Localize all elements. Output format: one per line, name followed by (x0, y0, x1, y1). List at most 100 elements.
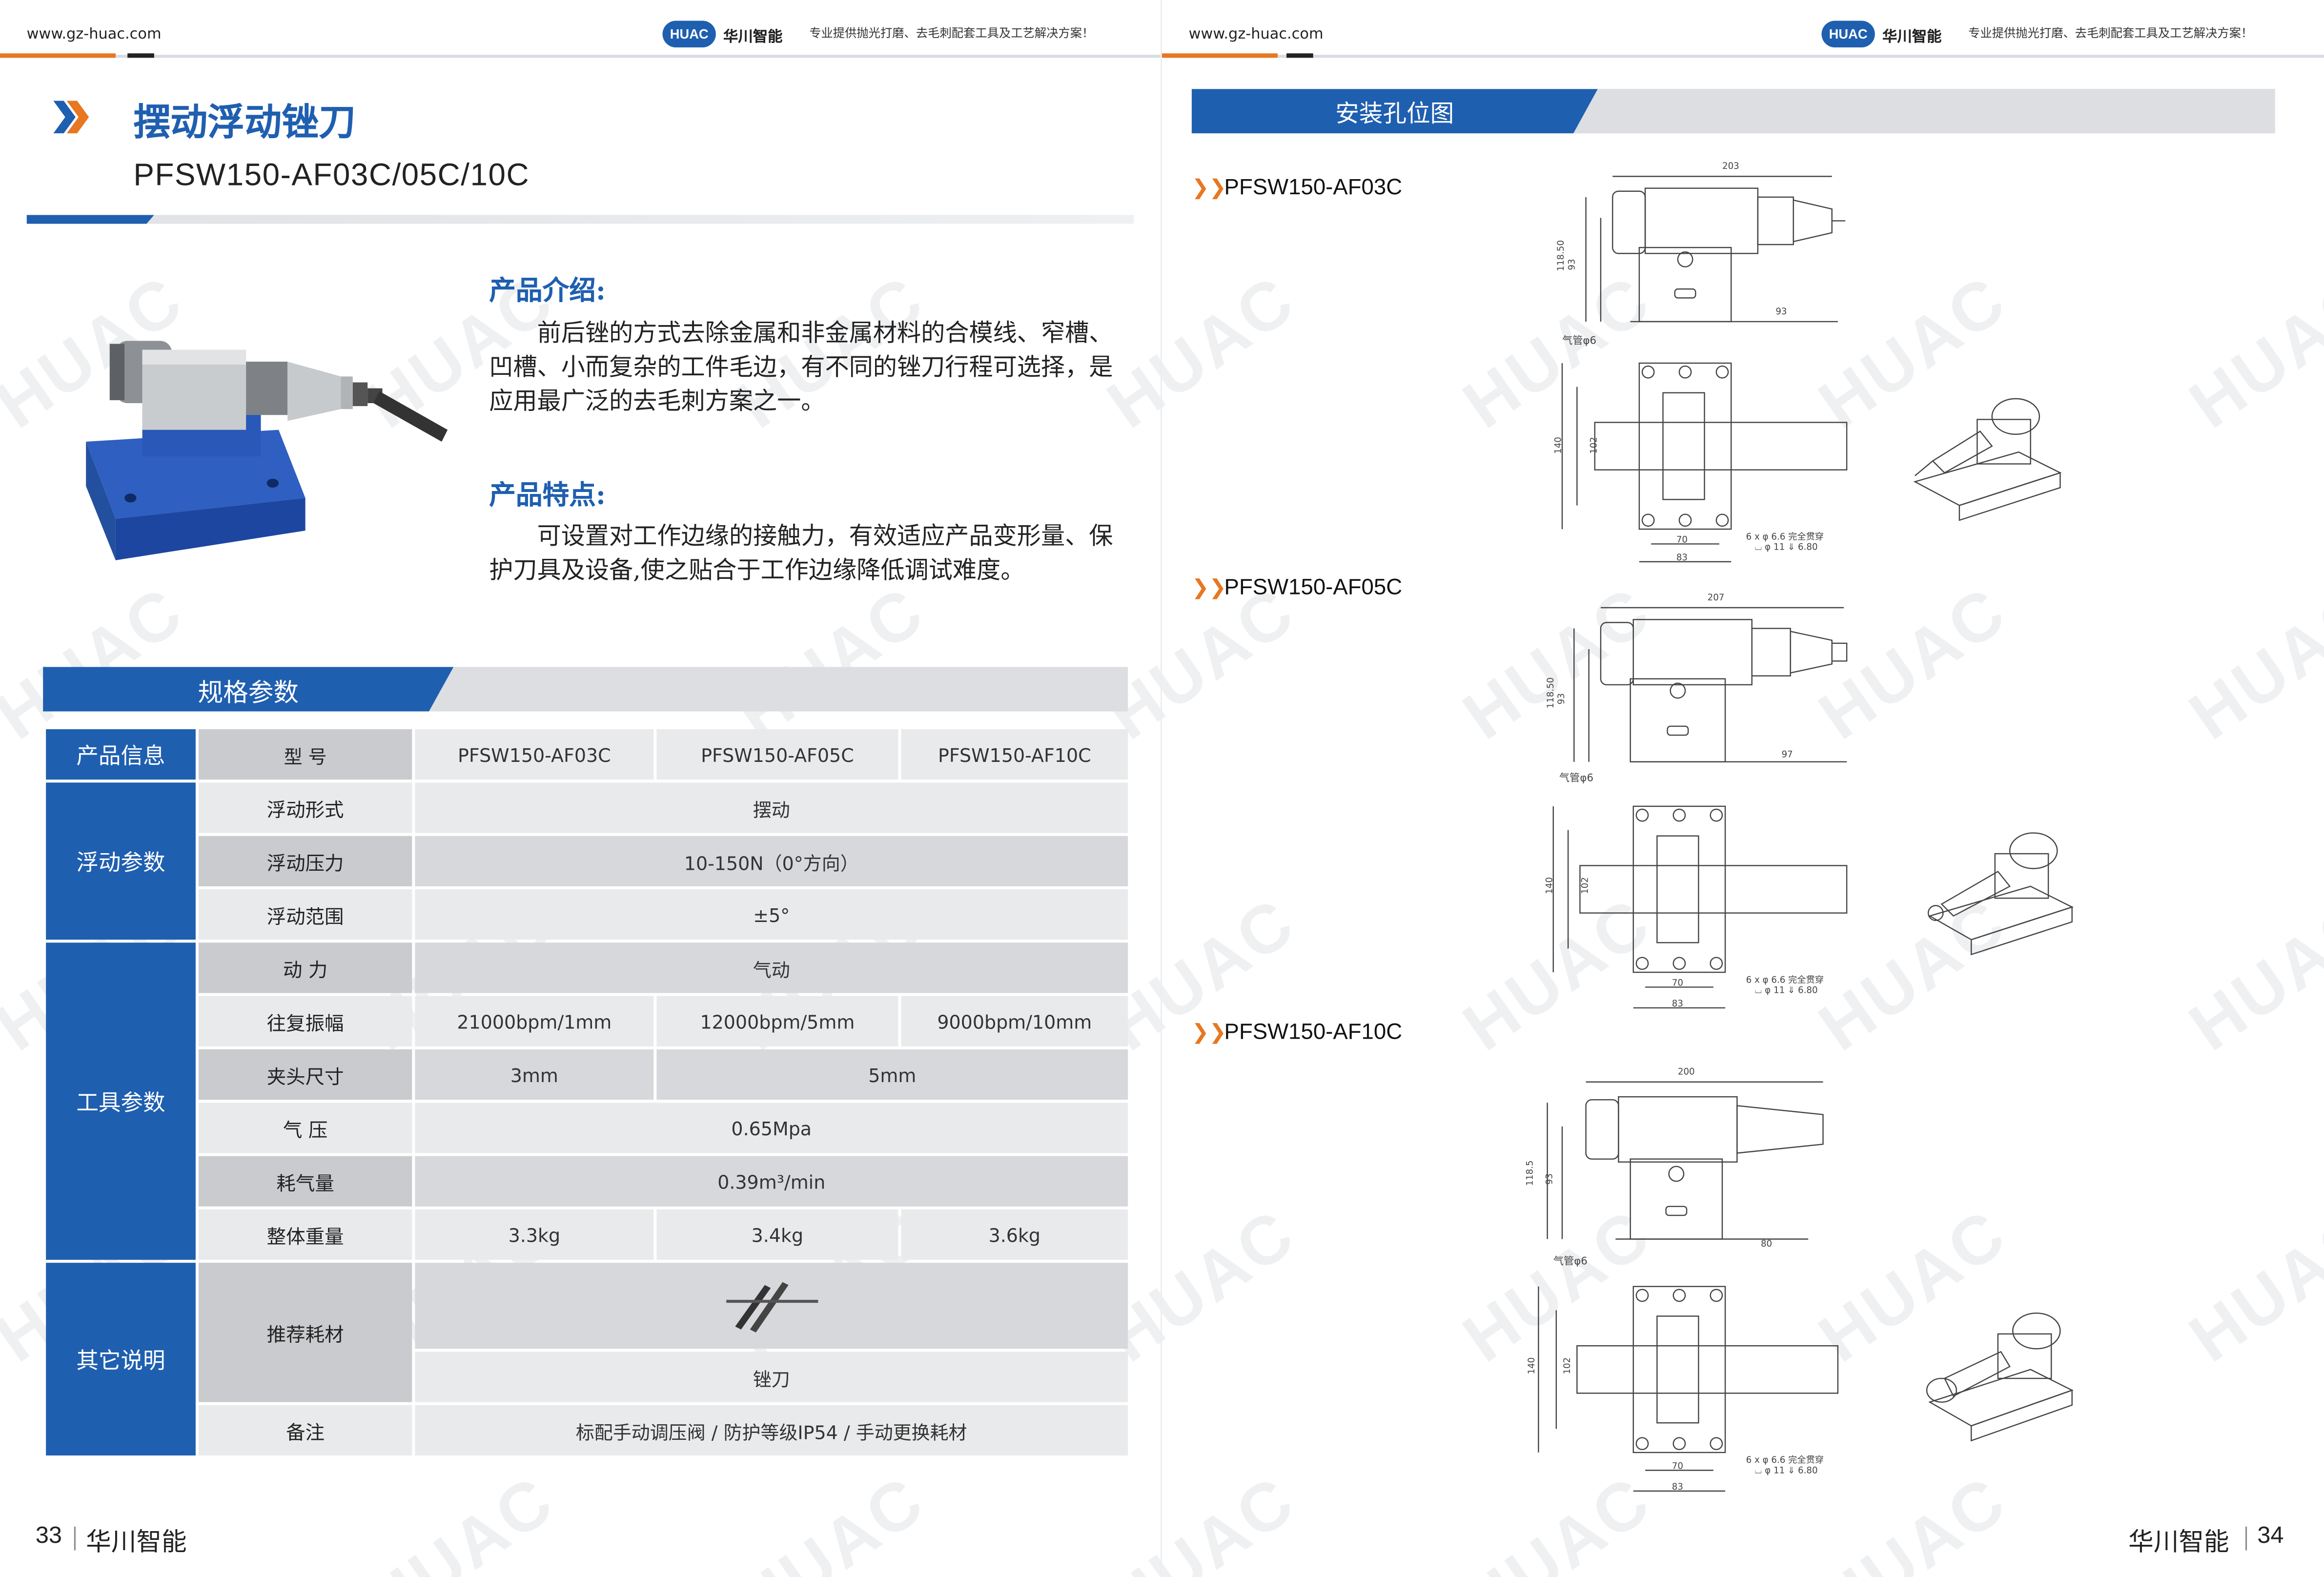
dim-label: 140 (1527, 1357, 1538, 1374)
watermark: HUAC (1093, 1460, 1309, 1577)
footer-divider (2245, 1526, 2247, 1551)
watermark: HUAC (723, 1460, 938, 1577)
dim-label: 83 (1672, 1482, 1683, 1493)
drawing-lines (1561, 176, 2062, 563)
chevron-right-icon: ❯❯ (1191, 1021, 1227, 1045)
slogan: 专业提供抛光打磨、去毛刺配套工具及工艺解决方案！ (1968, 26, 2253, 40)
category-other: 其它说明 (46, 1263, 196, 1455)
label-note: 备注 (198, 1405, 412, 1455)
model-label: PFSW150-AF03C (1224, 175, 1403, 200)
page-spine (1160, 0, 1162, 1577)
value-power: 气动 (415, 942, 1128, 993)
table-row: 锉刀 (46, 1352, 1128, 1402)
dim-label: 203 (1722, 161, 1739, 172)
watermark: HUAC (2175, 260, 2324, 443)
intro-text: 前后锉的方式去除金属和非金属材料的合模线、窄槽、凹槽、小而复杂的工件毛边，有不同… (489, 318, 1113, 415)
value-float-range: ±5° (415, 889, 1128, 940)
header-rule (0, 55, 1161, 58)
table-row: 耗气量 0.39m³/min (46, 1156, 1128, 1207)
value-amplitude: 21000bpm/1mm (415, 996, 654, 1046)
dim-label: 200 (1677, 1067, 1695, 1078)
value-weight: 3.3kg (415, 1209, 654, 1260)
label-chuck: 夹头尺寸 (198, 1049, 412, 1100)
dim-label: 70 (1672, 978, 1683, 989)
title-underline-accent (26, 215, 154, 224)
huac-logo: HUAC (1821, 20, 1875, 48)
label-weight: 整体重量 (198, 1209, 412, 1260)
model-cell: PFSW150-AF05C (656, 729, 898, 780)
dim-label: 93 (1775, 307, 1787, 317)
table-row: 夹头尺寸 3mm 5mm (46, 1049, 1128, 1100)
dim-label: 102 (1562, 1357, 1573, 1374)
dim-label: 118.5 (1525, 1160, 1536, 1186)
table-row: 工具参数 动 力 气动 (46, 942, 1128, 1260)
table-row: 其它说明 推荐耗材 (46, 1263, 1128, 1455)
label-model: 型 号 (198, 729, 412, 780)
footer-divider (74, 1526, 76, 1551)
category-float: 浮动参数 (46, 782, 196, 940)
brand-name: 华川智能 (1882, 29, 1942, 46)
page-number: 34 (2257, 1523, 2284, 1549)
dim-label: 气管φ6 (1559, 772, 1594, 784)
dim-label: 6 x φ 6.6 完全贯穿 (1746, 975, 1824, 986)
huac-logo: HUAC (662, 20, 716, 48)
value-float-force: 10-150N（0°方向） (415, 836, 1128, 886)
label-float-range: 浮动范围 (198, 889, 412, 940)
website-url[interactable]: www.gz-huac.com (26, 26, 162, 43)
dim-label: 83 (1672, 999, 1683, 1009)
label-float-force: 浮动压力 (198, 836, 412, 886)
value-pressure: 0.65Mpa (415, 1103, 1128, 1153)
technical-drawing: 207 118.50 93 97 气管φ6 140 102 70 83 6 x … (1541, 590, 2104, 1020)
header-rule-mark (1286, 53, 1313, 58)
label-air: 耗气量 (198, 1156, 412, 1207)
value-float-form: 摆动 (415, 782, 1128, 833)
dim-label: 83 (1676, 553, 1688, 563)
product-image (86, 341, 448, 560)
dim-label: ⌴ φ 11 ⇓ 6.80 (1754, 1466, 1818, 1476)
value-weight: 3.4kg (656, 1209, 898, 1260)
table-row: 浮动压力 10-150N（0°方向） (46, 836, 1128, 886)
features-heading: 产品特点: (489, 480, 606, 512)
dim-label: 93 (1567, 259, 1578, 270)
value-amplitude: 9000bpm/10mm (901, 996, 1128, 1046)
brand-name: 华川智能 (723, 29, 783, 46)
file-blade-icon (725, 1281, 817, 1332)
table-row: 产品信息 型 号 PFSW150-AF03C PFSW150-AF05C PFS… (46, 729, 1128, 780)
drawing-lines (1538, 1081, 2074, 1492)
model-label: PFSW150-AF05C (1224, 575, 1403, 600)
dim-label: 102 (1589, 437, 1600, 454)
footer-brand: 华川智能 (2128, 1528, 2229, 1558)
label-amplitude: 往复振幅 (198, 996, 412, 1046)
table-row: 浮动范围 ±5° (46, 889, 1128, 940)
label-consumable: 推荐耗材 (198, 1263, 412, 1402)
dim-label: 140 (1553, 437, 1564, 454)
technical-drawing: 200 118.5 93 80 气管φ6 140 102 70 83 6 x φ… (1525, 1061, 2104, 1506)
dim-label: 207 (1707, 593, 1725, 603)
dim-label: 140 (1545, 877, 1555, 894)
model-cell: PFSW150-AF03C (415, 729, 654, 780)
label-pressure: 气 压 (198, 1103, 412, 1153)
dim-label: 97 (1781, 750, 1793, 760)
consumable-image-cell (415, 1263, 1128, 1349)
header-rule-mark (127, 53, 154, 58)
watermark: HUAC (352, 1460, 568, 1577)
dim-label: 70 (1676, 535, 1688, 546)
dim-label: 102 (1580, 877, 1591, 894)
footer-brand: 华川智能 (86, 1528, 187, 1558)
label-float-form: 浮动形式 (198, 782, 412, 833)
header-rule (1162, 55, 2324, 58)
value-weight: 3.6kg (901, 1209, 1128, 1260)
dim-label: 118.50 (1546, 677, 1556, 709)
value-consumable: 锉刀 (415, 1352, 1128, 1402)
product-model-range: PFSW150-AF03C/05C/10C (133, 158, 530, 193)
dim-label: ⌴ φ 11 ⇓ 6.80 (1754, 985, 1818, 996)
dim-label: ⌴ φ 11 ⇓ 6.80 (1754, 542, 1818, 553)
table-row: 往复振幅 21000bpm/1mm 12000bpm/5mm 9000bpm/1… (46, 996, 1128, 1046)
dim-label: 118.50 (1556, 240, 1567, 271)
dim-label: 6 x φ 6.6 完全贯穿 (1746, 532, 1824, 543)
double-chevron-icon (53, 101, 89, 134)
drawing-lines (1552, 607, 2074, 1009)
table-row: 整体重量 3.3kg 3.4kg 3.6kg (46, 1209, 1128, 1260)
website-url[interactable]: www.gz-huac.com (1188, 26, 1324, 43)
value-air: 0.39m³/min (415, 1156, 1128, 1207)
